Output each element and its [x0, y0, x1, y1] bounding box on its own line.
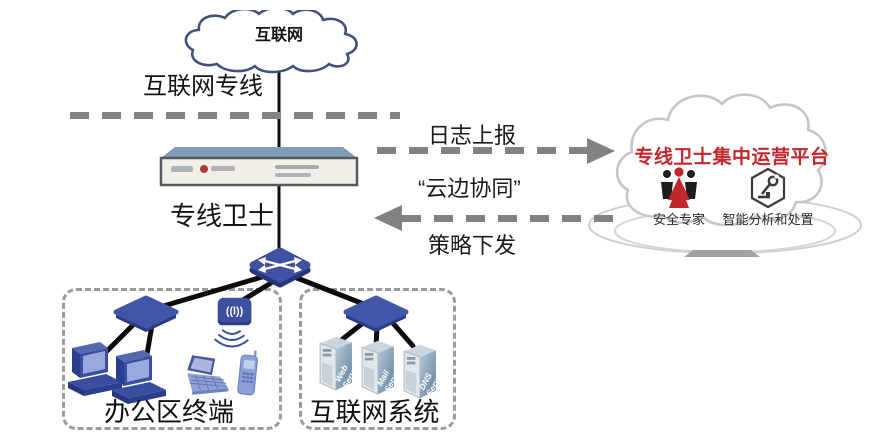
policy-arrow-line — [402, 215, 614, 222]
workgroup-switch-icon — [249, 247, 311, 288]
security-experts-label: 安全专家 — [652, 212, 705, 227]
internet-cloud-label: 互联网 — [254, 27, 303, 44]
log-report-arrow-line — [377, 147, 589, 154]
laptop-icon — [187, 355, 229, 395]
wireless-ap-icon: ((l)) — [213, 297, 252, 348]
boundary-dashed-line — [70, 112, 400, 119]
log-report-arrowhead-icon — [587, 138, 615, 164]
office-terminals-group-box — [62, 288, 282, 430]
security-experts-icon — [661, 167, 697, 208]
lan-switch-icon — [343, 295, 409, 332]
policy-arrowhead-icon — [374, 205, 402, 231]
platform-title: 专线卫士集中运营平台 — [634, 147, 830, 168]
mobile-phone-icon — [237, 350, 258, 396]
wan-link-label: 互联网专线 — [143, 73, 263, 100]
internet-systems-label: 互联网系统 — [309, 397, 440, 427]
wireless-ap-glyph: ((l)) — [226, 306, 244, 318]
gateway-label: 专线卫士 — [169, 201, 274, 231]
lan-switch-icon — [113, 295, 179, 332]
intelligent-analysis-label: 智能分析和处置 — [722, 212, 814, 227]
security-gateway-appliance-icon — [159, 147, 359, 187]
log-report-label: 日志上报 — [428, 123, 517, 148]
intelligent-analysis-icon — [750, 167, 786, 209]
office-terminals-label: 办公区终端 — [103, 397, 234, 427]
internet-systems-group-box — [299, 288, 456, 430]
desktop-pc-icons — [68, 342, 166, 404]
server-tower-mail-icon: Mail Server — [361, 340, 398, 395]
internet-cloud-icon — [184, 10, 358, 74]
policy-push-label: 策略下发 — [428, 233, 517, 258]
server-tower-web-icon: Web Server — [319, 336, 356, 391]
cloud-edge-collab-label: “云边协同” — [418, 176, 521, 201]
server-tower-dns-icon: DNS Server — [403, 344, 440, 399]
